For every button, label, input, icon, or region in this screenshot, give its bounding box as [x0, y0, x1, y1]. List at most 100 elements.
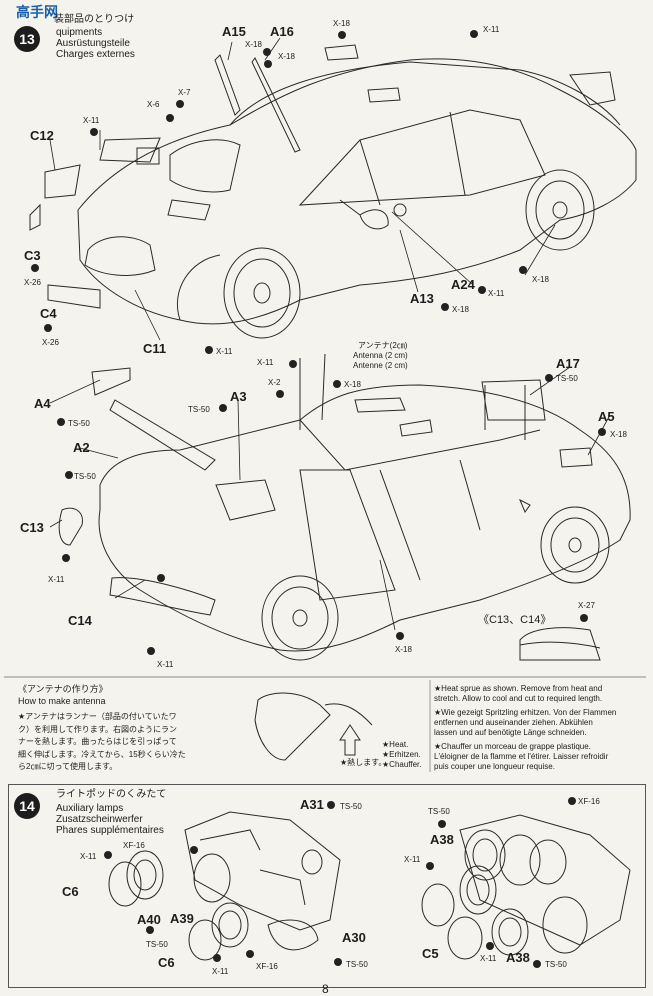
screw-marker [327, 801, 335, 809]
part-a16-screw: X-18 [278, 52, 295, 61]
part-c3: C3 [24, 248, 41, 263]
screw-marker [478, 286, 486, 294]
screw-marker [205, 346, 213, 354]
rear-car-body-outline [98, 384, 631, 652]
antenna-heat-de: ★Erhitzen. [382, 750, 421, 759]
screw-marker [289, 360, 297, 368]
part-c6-top: C6 [62, 884, 79, 899]
part-a30: A30 [342, 930, 366, 945]
step-13-title-fr: Charges externes [56, 49, 135, 60]
label-x18-top: X-18 [333, 19, 350, 28]
step-13-title-en: quipments [56, 27, 103, 38]
antenna-howto-text-jp: ★アンテナはランナー（部品の付いていたワ ク）を利用して作ります。右図のようにラ… [18, 712, 186, 771]
label-ts50-a3: TS-50 [188, 405, 210, 414]
rear-wing-a3 [109, 399, 216, 471]
rear-wheel-right [540, 506, 610, 584]
label-x11-c14: X-11 [157, 660, 174, 669]
front-wheel-right [525, 169, 595, 251]
screw-marker [396, 632, 404, 640]
part-a5: A5 [598, 409, 615, 424]
antenna-howto-title-en: How to make antenna [18, 696, 106, 706]
label-x11-c5: X-11 [480, 954, 497, 963]
site-logo: 高手网 [16, 4, 58, 20]
step-14-title-de: Zusatzscheinwerfer [56, 814, 143, 825]
label-x18-a13: X-18 [452, 305, 469, 314]
antenna-label-de: Antenne (2 cm) [353, 361, 408, 370]
screw-marker [580, 614, 588, 622]
part-c4: C4 [40, 306, 57, 321]
screw-marker [486, 942, 494, 950]
label-x11-left: X-11 [83, 116, 100, 125]
screw-marker [246, 950, 254, 958]
label-x11-antenna: X-11 [257, 358, 274, 367]
page-number: 8 [322, 982, 329, 996]
label-x18-wheel: X-18 [532, 275, 549, 284]
label-x6: X-6 [147, 100, 160, 109]
label-x18-a5: X-18 [610, 430, 627, 439]
screw-marker [533, 960, 541, 968]
part-a17: A17 [556, 356, 580, 371]
label-ts50-a2: TS-50 [74, 472, 96, 481]
step-13-badge: 13 [14, 26, 40, 52]
label-x11-14l: X-11 [80, 852, 97, 861]
step-14-panel [8, 784, 646, 988]
antenna-heat-jp: ★熱します。 [340, 758, 387, 767]
screw-marker [598, 428, 606, 436]
detail-c13-c14: 《C13、C14》 [478, 614, 552, 626]
antenna-label-jp: アンテナ(2㎝) [358, 341, 408, 350]
part-a39: A39 [170, 911, 194, 926]
part-c6-bottom: C6 [158, 955, 175, 970]
label-x11-a24: X-11 [488, 289, 505, 298]
screw-marker [190, 846, 198, 854]
step-14-badge: 14 [14, 793, 40, 819]
label-x26-b: X-26 [42, 338, 59, 347]
screw-marker [213, 954, 221, 962]
screw-marker [545, 374, 553, 382]
label-x11-r: X-11 [404, 855, 421, 864]
label-x26-a: X-26 [24, 278, 41, 287]
antenna-note-en: ★Heat sprue as shown. Remove from heat a… [434, 684, 603, 703]
label-ts50-r: TS-50 [428, 807, 450, 816]
step-14-title-jp: ライトポッドのくみたて [56, 789, 167, 800]
screw-marker [438, 820, 446, 828]
label-ts50-a4: TS-50 [68, 419, 90, 428]
part-a31: A31 [300, 797, 324, 812]
step-13-title-jp: 装部品のとりつけ [54, 14, 135, 25]
label-x11-c11: X-11 [216, 347, 233, 356]
screw-marker [470, 30, 478, 38]
part-c5: C5 [422, 946, 439, 961]
antenna-note-fr: ★Chauffer un morceau de grappe plastique… [434, 742, 609, 771]
part-a40: A40 [137, 912, 161, 927]
label-x11-c13: X-11 [48, 575, 65, 584]
part-a2: A2 [73, 440, 90, 455]
screw-marker [104, 851, 112, 859]
screw-marker [264, 60, 272, 68]
screw-marker [44, 324, 52, 332]
step-13-title-de: Ausrüstungsteile [56, 38, 130, 49]
label-ts50-a30: TS-50 [346, 960, 368, 969]
screw-marker [263, 48, 271, 56]
screw-marker [57, 418, 65, 426]
screw-marker [146, 926, 154, 934]
label-xf16-c6: XF-16 [256, 962, 278, 971]
antenna-label-en: Antenna (2 cm) [353, 351, 408, 360]
label-xf16-14l: XF-16 [123, 841, 145, 850]
part-c11: C11 [143, 341, 167, 356]
part-a15-screw: X-18 [245, 40, 262, 49]
part-a16: A16 [270, 24, 294, 39]
screw-marker [62, 554, 70, 562]
label-ts50-a38: TS-50 [545, 960, 567, 969]
screw-marker [519, 266, 527, 274]
label-ts50-a40: TS-50 [146, 940, 168, 949]
label-x11-top: X-11 [483, 25, 500, 34]
part-a15: A15 [222, 24, 246, 39]
label-ts50-a17: TS-50 [556, 374, 578, 383]
screw-marker [441, 303, 449, 311]
part-c14: C14 [68, 613, 92, 628]
screw-marker [166, 114, 174, 122]
screw-marker [338, 31, 346, 39]
screw-marker [90, 128, 98, 136]
part-a3: A3 [230, 389, 247, 404]
antenna-heat-en: ★Heat. [382, 740, 409, 749]
